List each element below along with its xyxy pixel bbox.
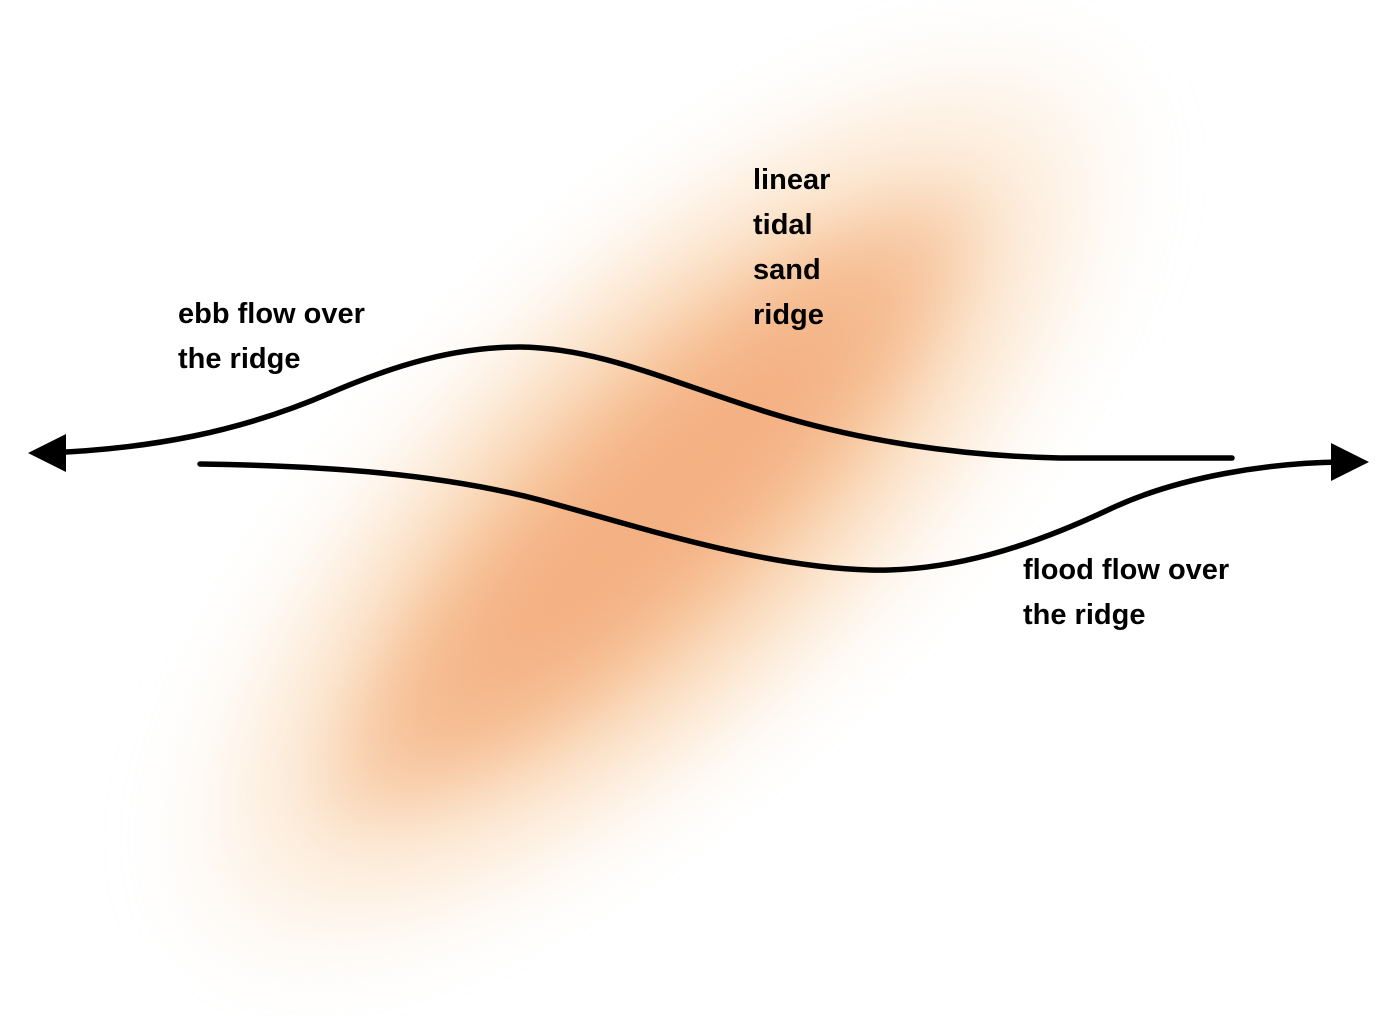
ebb-flow-label: ebb flow over the ridge [178,292,365,382]
ebb-flow-label-line2: the ridge [178,343,301,375]
ridge-label-line4: ridge [753,299,824,331]
ridge-label: linear tidal sand ridge [753,158,830,338]
flood-flow-label: flood flow over the ridge [1023,548,1229,638]
flood-flow-right-arrowhead-icon [1331,443,1369,481]
flood-flow-label-line2: the ridge [1023,599,1146,631]
ebb-flow-left-arrowhead-icon [28,434,66,472]
ebb-flow-label-line1: ebb flow over [178,298,365,330]
ridge-label-line1: linear [753,164,831,196]
flood-flow-curve [197,459,1343,573]
flood-flow-label-line1: flood flow over [1023,554,1230,586]
ridge-label-line3: sand [753,254,821,286]
ebb-flow-curve [43,344,1235,461]
ridge-label-line2: tidal [753,209,813,241]
